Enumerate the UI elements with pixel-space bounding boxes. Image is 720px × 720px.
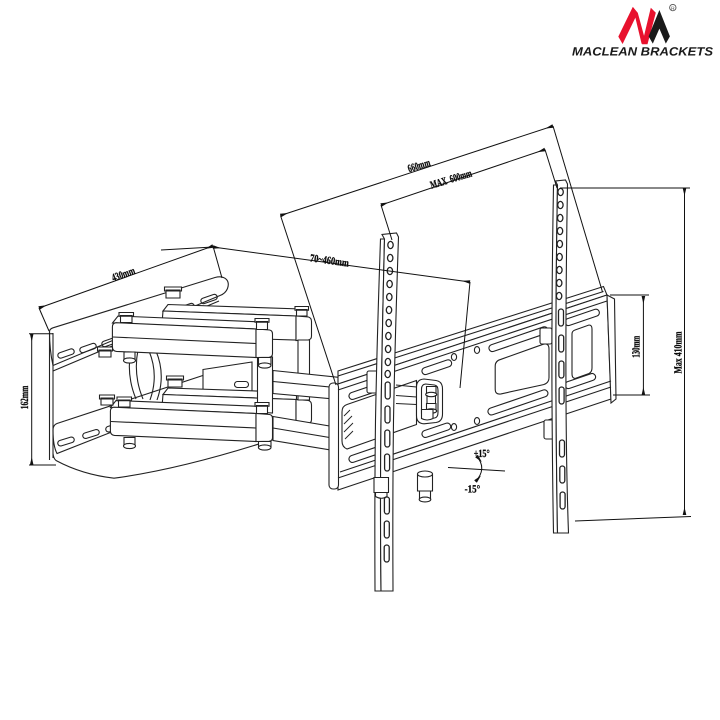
- svg-text:R: R: [671, 6, 675, 12]
- svg-text:130mm: 130mm: [631, 336, 643, 358]
- svg-text:-15°: -15°: [465, 484, 481, 496]
- svg-text:70~460mm: 70~460mm: [309, 252, 349, 269]
- svg-text:162mm: 162mm: [19, 386, 31, 410]
- svg-text:+15°: +15°: [474, 448, 490, 460]
- svg-text:Max 410mm: Max 410mm: [673, 332, 685, 374]
- svg-text:MACLEAN BRACKETS: MACLEAN BRACKETS: [572, 45, 713, 59]
